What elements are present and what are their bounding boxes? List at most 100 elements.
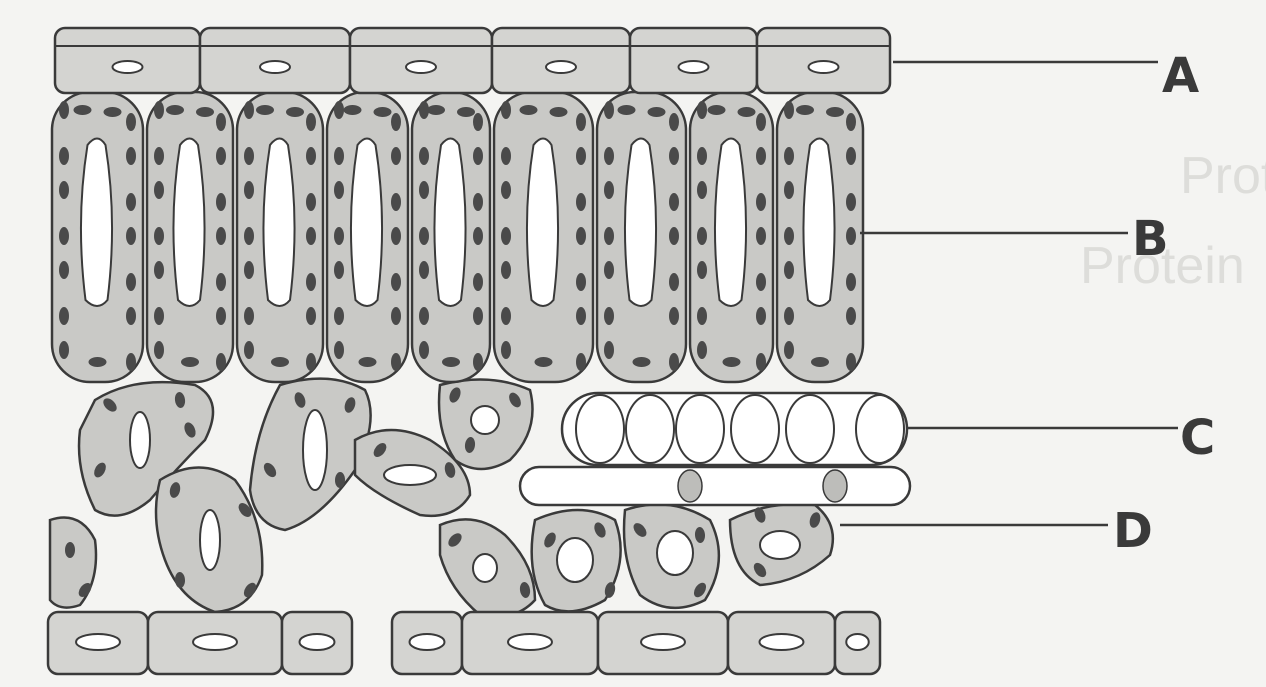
- nucleus: [260, 61, 290, 73]
- chloroplast: [126, 353, 136, 371]
- vacuole: [303, 410, 327, 490]
- chloroplast: [576, 227, 586, 245]
- chloroplast: [154, 147, 164, 165]
- chloroplast: [501, 227, 511, 245]
- chloroplast: [244, 147, 254, 165]
- label-c: C: [1180, 414, 1215, 462]
- chloroplast: [669, 307, 679, 325]
- chloroplast: [334, 341, 344, 359]
- chloroplast: [520, 105, 538, 115]
- nucleus: [641, 634, 685, 650]
- chloroplast: [442, 357, 460, 367]
- chloroplast: [244, 227, 254, 245]
- nucleus: [193, 634, 237, 650]
- chloroplast: [244, 307, 254, 325]
- nucleus: [300, 634, 335, 650]
- chloroplast: [216, 193, 226, 211]
- chloroplast: [59, 227, 69, 245]
- chloroplast: [576, 193, 586, 211]
- chloroplast: [374, 107, 392, 117]
- chloroplast: [784, 101, 794, 119]
- vacuole: [557, 538, 593, 582]
- chloroplast: [244, 261, 254, 279]
- chloroplast: [784, 261, 794, 279]
- chloroplast: [826, 107, 844, 117]
- chloroplast: [576, 147, 586, 165]
- chloroplast: [697, 227, 707, 245]
- chloroplast: [669, 353, 679, 371]
- vacuole: [173, 139, 204, 307]
- chloroplast: [59, 261, 69, 279]
- vascular-bundle: [520, 393, 910, 505]
- chloroplast: [154, 101, 164, 119]
- chloroplast: [216, 147, 226, 165]
- chloroplast: [306, 227, 316, 245]
- chloroplast: [576, 353, 586, 371]
- chloroplast: [59, 307, 69, 325]
- chloroplast: [391, 147, 401, 165]
- nucleus: [760, 634, 804, 650]
- vacuole: [263, 139, 294, 307]
- chloroplast: [154, 341, 164, 359]
- chloroplast: [618, 105, 636, 115]
- chloroplast: [154, 261, 164, 279]
- chloroplast: [550, 107, 568, 117]
- vacuole: [760, 531, 800, 559]
- label-b: B: [1132, 215, 1169, 263]
- nucleus: [508, 634, 552, 650]
- nucleus: [406, 61, 436, 73]
- chloroplast: [604, 227, 614, 245]
- chloroplast: [419, 147, 429, 165]
- label-a: A: [1162, 52, 1199, 100]
- chloroplast: [216, 273, 226, 291]
- chloroplast: [697, 261, 707, 279]
- chloroplast: [244, 101, 254, 119]
- chloroplast: [216, 307, 226, 325]
- chloroplast: [196, 107, 214, 117]
- chloroplast: [391, 273, 401, 291]
- chloroplast: [846, 353, 856, 371]
- chloroplast: [756, 353, 766, 371]
- chloroplast: [697, 101, 707, 119]
- nucleus: [410, 634, 445, 650]
- chloroplast: [59, 341, 69, 359]
- chloroplast: [59, 101, 69, 119]
- chloroplast: [419, 181, 429, 199]
- chloroplast: [306, 307, 316, 325]
- chloroplast: [738, 107, 756, 117]
- vacuole: [200, 510, 220, 570]
- palisade-layer: [52, 92, 863, 382]
- nucleus: [113, 61, 143, 73]
- chloroplast: [306, 147, 316, 165]
- vacuole: [351, 139, 382, 307]
- chloroplast: [306, 193, 316, 211]
- nucleus: [846, 634, 869, 650]
- chloroplast: [501, 307, 511, 325]
- chloroplast: [334, 307, 344, 325]
- chloroplast: [126, 113, 136, 131]
- chloroplast: [501, 147, 511, 165]
- chloroplast: [473, 273, 483, 291]
- chloroplast: [846, 273, 856, 291]
- chloroplast: [334, 147, 344, 165]
- chloroplast: [391, 307, 401, 325]
- vacuole: [803, 139, 834, 307]
- chloroplast: [846, 113, 856, 131]
- chloroplast: [126, 227, 136, 245]
- lower-epidermis: [48, 612, 880, 674]
- chloroplast: [846, 227, 856, 245]
- chloroplast: [286, 107, 304, 117]
- vacuole: [130, 412, 150, 468]
- chloroplast: [181, 357, 199, 367]
- vacuole: [715, 139, 746, 307]
- chloroplast: [126, 193, 136, 211]
- chloroplast: [784, 307, 794, 325]
- chloroplast: [391, 113, 401, 131]
- upper-epidermis: [55, 28, 890, 93]
- chloroplast: [697, 181, 707, 199]
- chloroplast: [784, 147, 794, 165]
- chloroplast: [756, 227, 766, 245]
- chloroplast: [216, 113, 226, 131]
